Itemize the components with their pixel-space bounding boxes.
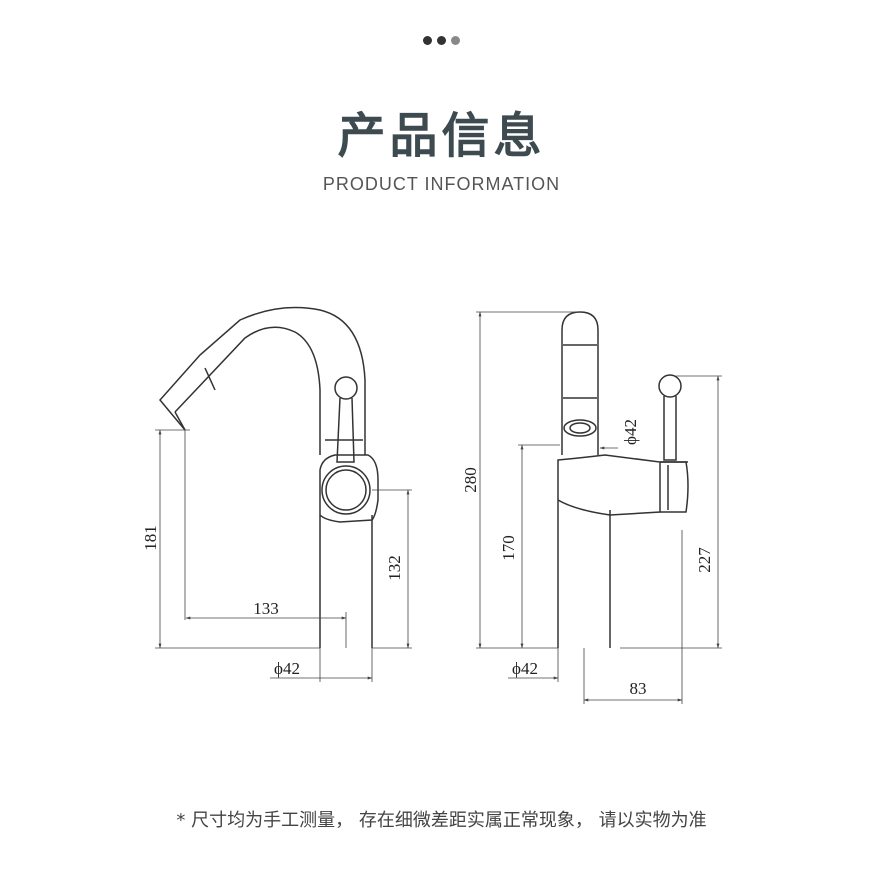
dim-label-133: 133 xyxy=(253,599,279,618)
carousel-dots xyxy=(0,36,883,45)
side-handle-cap xyxy=(660,461,689,513)
side-aerator-inner xyxy=(569,422,591,434)
front-handle-knob xyxy=(334,376,358,400)
dim-label-83: 83 xyxy=(630,679,647,698)
front-view-faucet xyxy=(159,306,379,648)
dim-label-181: 181 xyxy=(141,525,160,551)
front-spout-inner xyxy=(159,306,366,455)
dim-label-side-base-diameter: ϕ42 xyxy=(512,659,538,678)
front-handle-lever xyxy=(336,397,355,463)
dim-label-132: 132 xyxy=(385,555,404,581)
front-handle-hub xyxy=(321,465,371,515)
dim-label-base-diameter: ϕ42 xyxy=(274,659,300,678)
front-spout-joint xyxy=(204,367,216,391)
dim-label-280: 280 xyxy=(461,467,480,493)
side-handle-knob xyxy=(658,374,682,398)
front-body xyxy=(319,454,379,523)
carousel-dot xyxy=(423,36,432,45)
dim-label-aerator-diameter: ϕ42 xyxy=(621,419,640,445)
page-title: 产品信息 xyxy=(337,108,546,164)
front-spout-tip xyxy=(174,411,186,431)
side-view-faucet xyxy=(557,311,689,648)
front-view-dimensions xyxy=(155,429,412,682)
dim-label-170: 170 xyxy=(499,535,518,561)
front-handle-hub-inner xyxy=(325,469,367,511)
side-handle-lever xyxy=(663,396,677,461)
front-spout-outer xyxy=(174,326,321,455)
dim-label-227: 227 xyxy=(695,547,714,573)
carousel-dot xyxy=(451,36,460,45)
measurement-note: * 尺寸均为手工测量， 存在细微差距实属正常现象， 请以实物为准 xyxy=(176,810,707,831)
side-view-dimensions xyxy=(476,311,722,704)
side-aerator-outer xyxy=(563,419,597,437)
side-body xyxy=(557,454,661,516)
carousel-dot xyxy=(437,36,446,45)
page-subtitle: PRODUCT INFORMATION xyxy=(322,174,561,194)
